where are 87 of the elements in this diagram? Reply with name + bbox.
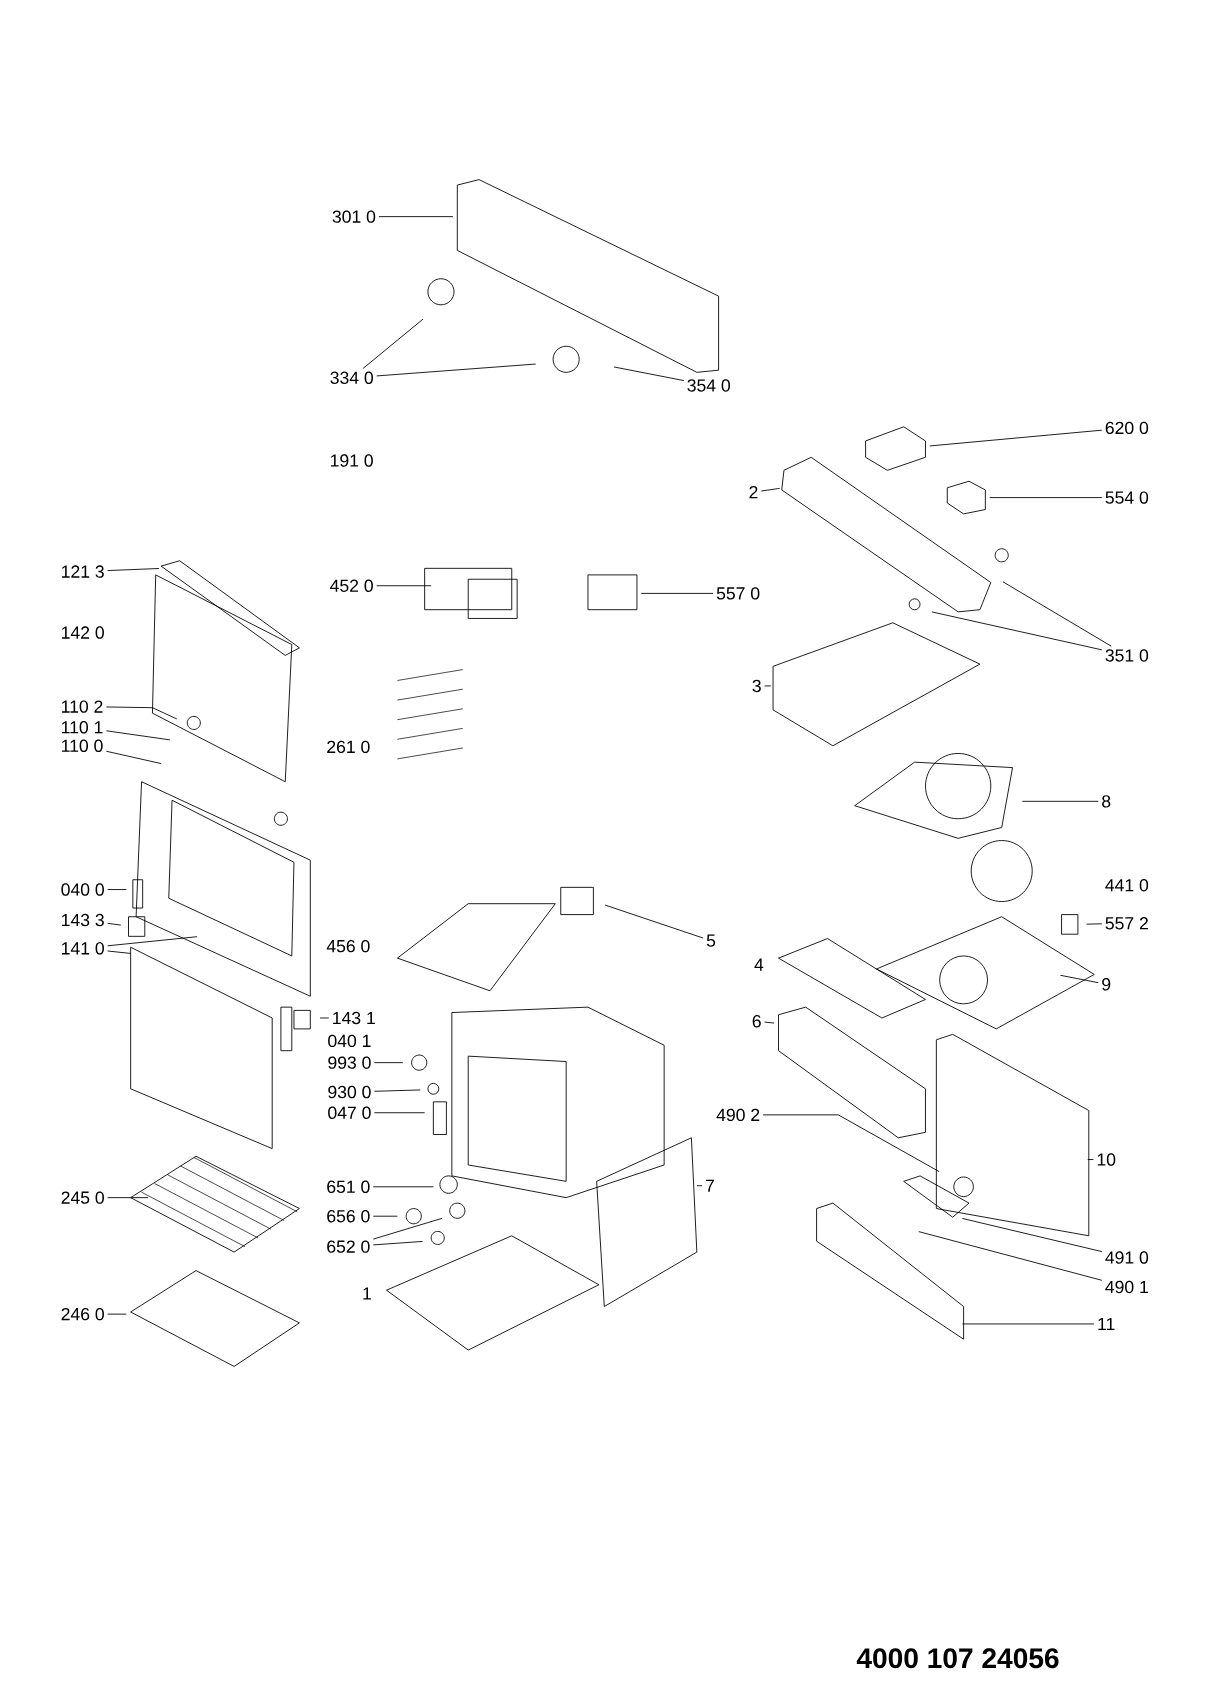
callout-number: 993 0 xyxy=(328,1056,371,1069)
leader-line xyxy=(373,1112,426,1114)
callout-number: 3 xyxy=(752,679,761,693)
callout-number: 557 2 xyxy=(1105,917,1148,930)
callout-number: 11 xyxy=(1098,1317,1115,1330)
leader-line xyxy=(107,950,132,954)
callout-number: 5 xyxy=(706,934,716,947)
callout-number: 191 0 xyxy=(331,454,373,467)
leader-line xyxy=(1021,800,1099,802)
leader-line xyxy=(107,1313,127,1315)
callout-number: 652 0 xyxy=(327,1240,370,1253)
leader-line xyxy=(961,1218,1103,1253)
leader-line xyxy=(372,1186,434,1188)
leader-line xyxy=(105,750,162,765)
callout-number: 2 xyxy=(749,486,758,499)
callout-number: 491 0 xyxy=(1105,1251,1149,1264)
callout-number: 1 xyxy=(363,1287,371,1300)
callout-number: 261 0 xyxy=(327,740,370,754)
callout-number: 110 0 xyxy=(62,739,103,752)
leader-line xyxy=(764,685,772,687)
leader-line xyxy=(989,497,1103,499)
callout-number: 110 1 xyxy=(62,721,103,734)
callout-number: 143 1 xyxy=(333,1011,375,1025)
callout-number: 142 0 xyxy=(62,626,104,639)
leader-line xyxy=(105,730,171,741)
leader-line xyxy=(929,429,1103,447)
leader-line xyxy=(918,1231,1103,1281)
leader-line xyxy=(362,318,424,369)
callout-number: 047 0 xyxy=(328,1106,371,1119)
callout-number: 656 0 xyxy=(327,1210,370,1223)
leader-line xyxy=(613,366,685,381)
callout-number: 354 0 xyxy=(687,379,730,392)
leader-line xyxy=(372,1241,423,1246)
leader-line xyxy=(604,904,704,939)
leader-line xyxy=(319,1017,330,1019)
callout-number: 554 0 xyxy=(1105,491,1149,504)
leader-line xyxy=(1086,923,1103,925)
callout-number: 040 1 xyxy=(328,1034,371,1048)
leader-line xyxy=(105,706,178,720)
leader-line xyxy=(962,1323,1095,1325)
callout-number: 143 3 xyxy=(62,913,104,927)
leader-line xyxy=(696,1185,703,1187)
callout-number: 490 1 xyxy=(1105,1280,1148,1294)
callout-number: 930 0 xyxy=(328,1085,371,1099)
leader-line xyxy=(1002,581,1112,647)
leader-line xyxy=(107,889,127,890)
callout-number: 7 xyxy=(705,1179,714,1192)
leader-line xyxy=(764,1021,775,1024)
callout-number: 141 0 xyxy=(62,942,104,955)
callout-number: 246 0 xyxy=(61,1307,104,1321)
callout-number: 620 0 xyxy=(1105,421,1149,435)
leader-line xyxy=(373,1089,421,1092)
callout-number: 557 0 xyxy=(716,587,760,600)
callout-number: 8 xyxy=(1102,795,1111,808)
callout-number: 334 0 xyxy=(330,371,373,384)
leader-line xyxy=(372,1217,443,1240)
callout-number: 040 0 xyxy=(61,883,104,896)
leader-line xyxy=(931,611,1103,651)
callout-number: 121 3 xyxy=(62,565,104,578)
leader-line xyxy=(1087,1159,1094,1160)
callout-number: 456 0 xyxy=(326,939,370,953)
leader-line xyxy=(107,936,198,947)
leader-line xyxy=(107,1197,149,1199)
leader-line xyxy=(760,487,781,492)
leader-line xyxy=(640,592,714,594)
leader-line xyxy=(378,216,454,218)
leader-line xyxy=(107,568,160,572)
callout-number: 6 xyxy=(752,1015,761,1028)
callout-number: 441 0 xyxy=(1105,879,1149,892)
callout-number: 351 0 xyxy=(1105,649,1149,662)
callout-number: 301 0 xyxy=(332,210,376,223)
leader-line xyxy=(372,1215,398,1217)
leader-line xyxy=(373,1062,404,1064)
document-number: 4000 107 24056 xyxy=(856,1648,1059,1669)
callout-number: 245 0 xyxy=(61,1191,104,1204)
leader-line xyxy=(107,922,122,926)
leader-line xyxy=(376,585,432,587)
callout-number: 651 0 xyxy=(327,1180,370,1193)
callout-number: 490 2 xyxy=(716,1108,760,1122)
leader-line xyxy=(376,363,537,377)
callout-number: 452 0 xyxy=(330,579,373,592)
callout-number: 4 xyxy=(754,958,764,971)
callout-number: 10 xyxy=(1097,1153,1116,1166)
callout-number: 9 xyxy=(1102,978,1111,991)
leader-line xyxy=(1059,974,1099,984)
callout-number: 110 2 xyxy=(62,700,103,713)
leader-line xyxy=(762,1114,940,1173)
